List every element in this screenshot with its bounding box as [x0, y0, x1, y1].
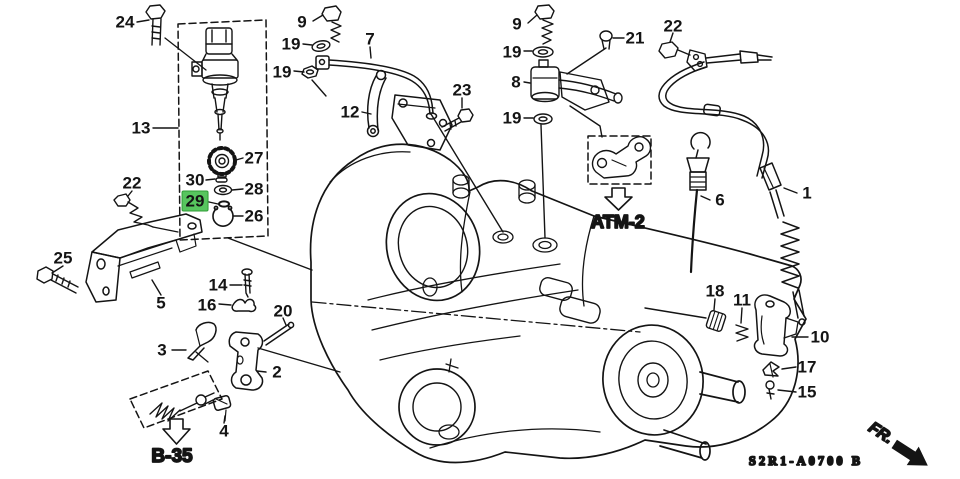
washer-19-right-bottom-icon — [533, 113, 553, 125]
fr-arrow-icon: FR. — [864, 418, 928, 466]
leader-lines — [227, 47, 707, 373]
washer-28-icon — [213, 184, 233, 196]
bolt-15-icon — [765, 380, 775, 400]
b35-arrow-icon — [162, 418, 191, 445]
control-rod-7-icon — [315, 55, 438, 120]
sensor-kit-box — [177, 19, 269, 241]
mount-10-icon — [753, 294, 799, 357]
spring-11-icon — [735, 324, 749, 342]
lever-12-icon — [366, 69, 387, 138]
spring-pin-22-icon — [113, 193, 179, 233]
transmission-case — [309, 143, 807, 464]
screw-14-icon — [241, 268, 253, 298]
speed-sensor-icon — [191, 27, 239, 141]
valve-8-icon — [530, 59, 623, 111]
cable-spring-icon — [780, 221, 806, 326]
oring-29-icon — [218, 200, 230, 208]
bolt-22-right-icon — [658, 41, 691, 59]
gear-27-icon — [207, 146, 237, 176]
diagram-code: S2R1-A0700 B — [749, 454, 863, 468]
retainer-30-icon — [215, 172, 228, 183]
bolt-25-icon — [36, 266, 79, 294]
bolt-24-icon — [145, 4, 207, 71]
label-leaders — [51, 14, 809, 424]
ref-label-b35: B-35 — [151, 446, 193, 467]
fr-direction-label: FR. — [865, 419, 896, 447]
snap-ring-26-icon — [212, 205, 234, 227]
stay-plate-icon — [391, 94, 453, 151]
throttle-cable-1-icon — [658, 50, 785, 219]
dipstick-6-icon — [686, 131, 711, 274]
bolt-9-right-icon — [534, 4, 555, 45]
atm2-arrow-icon — [604, 187, 633, 211]
lever-3-icon — [187, 321, 217, 363]
washer-19-right-top-icon — [532, 46, 554, 58]
b35-kit-box — [129, 370, 223, 429]
bracket-5-icon — [85, 213, 203, 303]
atm2-kit-box — [587, 135, 652, 185]
bracket-2-icon — [228, 331, 264, 391]
ref-label-atm2: ATM-2 — [591, 212, 645, 232]
bolt-21-icon — [599, 30, 613, 50]
bolt-9-left-icon — [321, 5, 342, 43]
bushing-18-icon — [705, 310, 727, 332]
clip-16-icon — [231, 298, 257, 313]
b35-cable-end-icon — [149, 392, 215, 422]
washer-19-left-bottom-icon — [301, 65, 319, 79]
clip-17-icon — [762, 361, 780, 378]
atm2-bracket-icon — [591, 136, 652, 179]
pin-20-icon — [263, 321, 295, 346]
bolt-23-icon — [441, 108, 474, 132]
washer-19-left-top-icon — [311, 40, 331, 52]
